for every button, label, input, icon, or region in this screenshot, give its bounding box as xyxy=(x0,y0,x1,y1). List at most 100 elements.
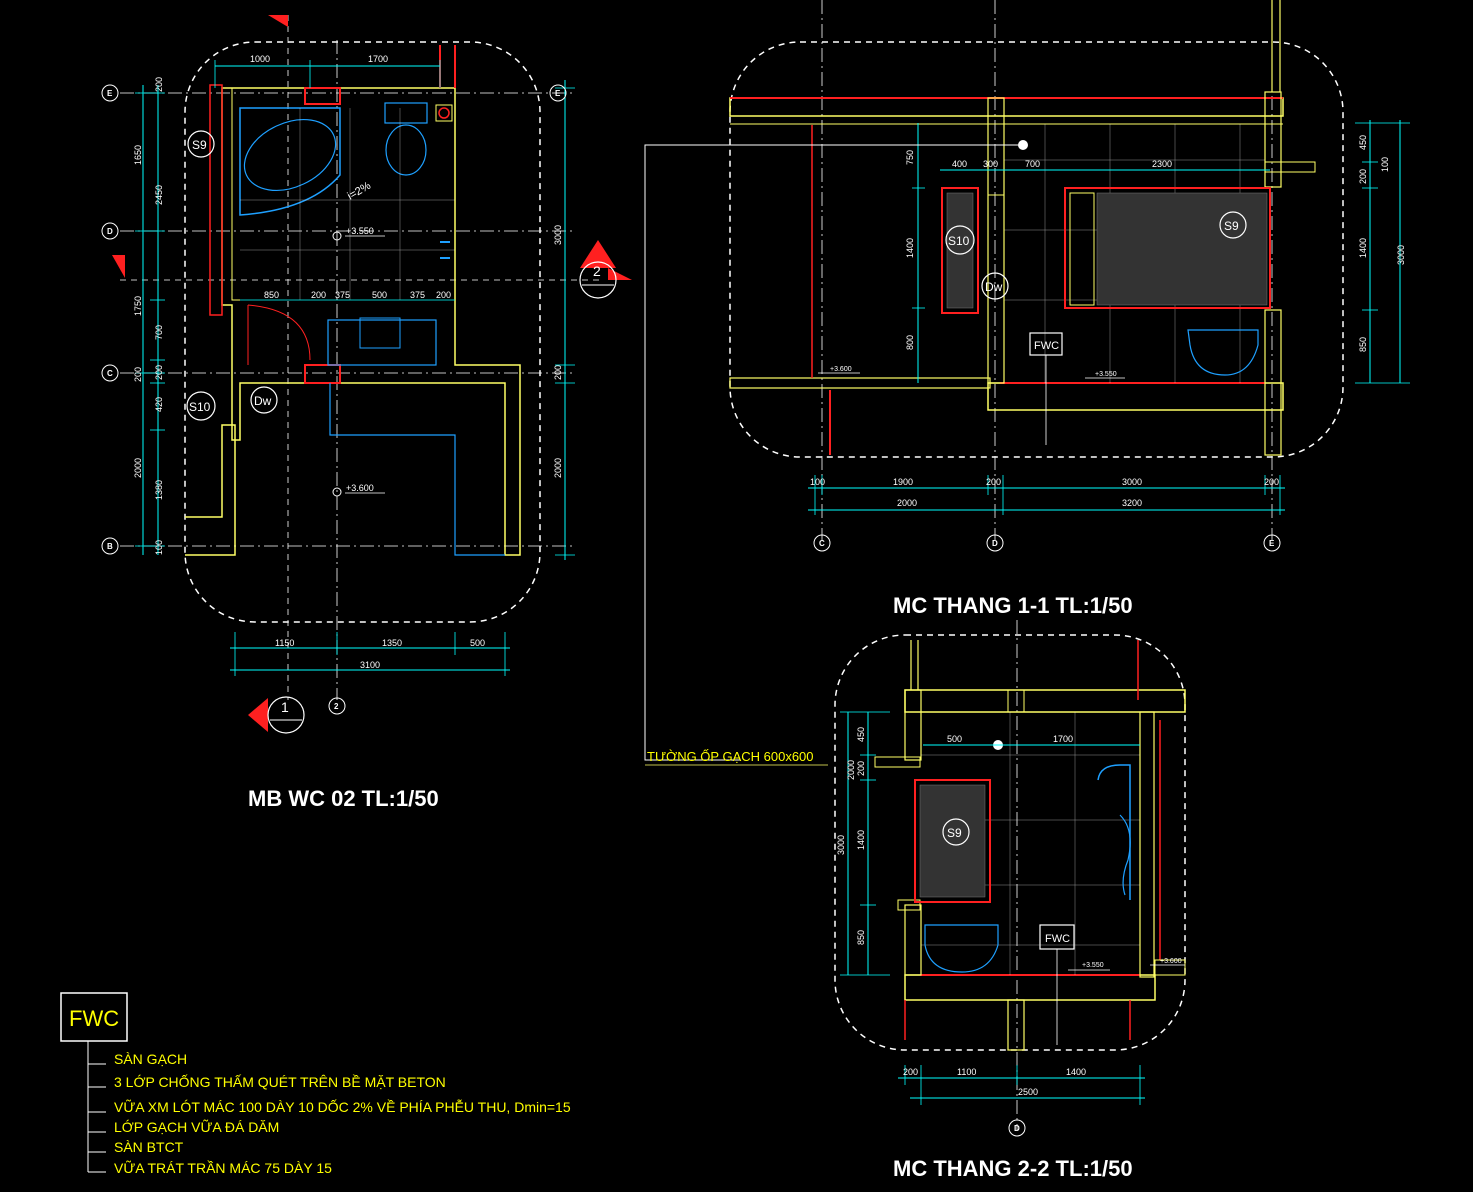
dim-s1-400: 400 xyxy=(952,159,967,169)
dim-s1-b200b: 200 xyxy=(1264,477,1279,487)
dim-bottom-1150: 1150 xyxy=(275,638,294,648)
dim-top-1: 1000 xyxy=(250,54,270,64)
dim-s1-1400: 1400 xyxy=(905,238,915,258)
dim-inner-375a: 375 xyxy=(335,290,350,300)
shower-valve xyxy=(440,241,450,259)
door-jamb-bottom xyxy=(304,364,341,384)
shower-head xyxy=(1097,764,1131,900)
svg-text:E: E xyxy=(1269,539,1275,548)
dim-s1-t2000: 2000 xyxy=(897,498,917,508)
dim-s2-b200: 200 xyxy=(903,1067,918,1077)
tag-s1-s10: S10 xyxy=(945,225,975,255)
svg-text:Dw: Dw xyxy=(254,394,272,408)
svg-text:+3.550: +3.550 xyxy=(1095,371,1117,378)
ceiling-slab xyxy=(729,97,1284,117)
leader-note: TƯỜNG ỐP GẠCH 600x600 xyxy=(647,749,814,764)
grid-bubble-e: E E xyxy=(101,84,567,102)
dim-s1-b3000: 3000 xyxy=(1122,477,1142,487)
floor-drain xyxy=(435,104,453,122)
svg-text:E: E xyxy=(555,89,561,98)
dim-left-200a: 200 xyxy=(133,367,143,382)
section2-basin xyxy=(924,924,999,973)
lavatory-counter[interactable] xyxy=(327,319,437,366)
grid-bubble-s2-d: D xyxy=(1008,1119,1026,1137)
svg-text:FWC: FWC xyxy=(1045,933,1070,945)
tag-s2-fwc: FWC xyxy=(1039,924,1075,1045)
window-sill xyxy=(1264,161,1316,173)
svg-text:S9: S9 xyxy=(947,826,962,840)
svg-text:2: 2 xyxy=(334,702,339,711)
svg-text:+3.550: +3.550 xyxy=(346,226,374,236)
svg-text:1: 1 xyxy=(281,699,289,715)
tile-panel-s9-2 xyxy=(914,779,991,903)
level-3600: +3.600 xyxy=(332,483,385,497)
tile-wall-left xyxy=(209,84,223,316)
dim-left-700: 700 xyxy=(154,325,164,340)
floor-slab xyxy=(987,382,1284,411)
section2-title: MC THANG 2-2 TL:1/50 xyxy=(893,1156,1133,1181)
drain-icon xyxy=(438,107,450,119)
svg-text:S10: S10 xyxy=(948,234,970,248)
svg-text:Dw: Dw xyxy=(985,280,1003,294)
section2-wall-left-bottom xyxy=(904,904,922,976)
plan-wall-lower xyxy=(185,424,236,556)
dim-left-2450: 2450 xyxy=(154,185,164,205)
lavatory-basin xyxy=(359,317,401,349)
grid-bubble-s1-e: E xyxy=(1263,534,1281,552)
dim-left-1650: 1650 xyxy=(133,145,143,165)
dim-s1-800: 800 xyxy=(905,335,915,350)
tag-s1-dw: Dw xyxy=(981,272,1009,300)
tag-s10: S10 xyxy=(186,391,216,421)
dim-s1-t3200: 3200 xyxy=(1122,498,1142,508)
svg-text:+3.600: +3.600 xyxy=(346,483,374,493)
dim-s2-3000: 3000 xyxy=(836,835,846,855)
plan-wall-inner xyxy=(231,88,240,301)
dim-s2-2000: 2000 xyxy=(846,760,856,780)
dim-inner-850: 850 xyxy=(264,290,279,300)
tile-panel-s10 xyxy=(941,187,979,314)
dim-s1-700: 700 xyxy=(1025,159,1040,169)
section1-cloud-boundary xyxy=(729,41,1344,458)
dim-left-1750: 1750 xyxy=(133,296,143,316)
plan-view: 1000 1700 1650 1750 200 420 2000 2450 70… xyxy=(101,15,632,811)
section1-wall-right-bottom xyxy=(1264,309,1282,456)
dim-right-200: 200 xyxy=(553,365,563,380)
tag-s1-fwc: FWC xyxy=(1029,332,1063,445)
grid-bubble-s1-d: D xyxy=(986,534,1004,552)
level-s2-3600: +3.600 xyxy=(1150,958,1185,966)
tag-s2-s9: S9 xyxy=(942,818,970,846)
section2-wall-left-top xyxy=(904,689,922,761)
dim-s1-300: 300 xyxy=(983,159,998,169)
toilet-tank[interactable] xyxy=(384,102,428,124)
legend-tag: FWC xyxy=(69,1006,119,1031)
dim-top-2: 1700 xyxy=(368,54,388,64)
toilet-bowl[interactable] xyxy=(385,124,427,176)
dim-right-3000: 3000 xyxy=(553,225,563,245)
legend-layer-5: SÀN BTCT xyxy=(114,1139,184,1155)
legend-layer-1: SÀN GẠCH xyxy=(114,1051,187,1067)
section-marker-1: 1 xyxy=(112,15,305,734)
plan-walls xyxy=(221,87,521,556)
dim-inner-500: 500 xyxy=(372,290,387,300)
dim-bottom-1350: 1350 xyxy=(382,638,402,648)
dim-left-100: 100 xyxy=(154,540,164,555)
dim-right-2000: 2000 xyxy=(553,458,563,478)
plan-title: MB WC 02 TL:1/50 xyxy=(248,786,439,811)
svg-text:B: B xyxy=(107,542,113,551)
legend-layer-2: 3 LỚP CHỐNG THẤM QUÉT TRÊN BỀ MẶT BETON xyxy=(114,1073,446,1090)
bathtub[interactable] xyxy=(239,107,341,216)
fwc-legend: FWC SÀN GẠCH 3 LỚP CHỐNG THẤM QUÉT TRÊN … xyxy=(60,992,571,1176)
dim-inner-200b: 200 xyxy=(436,290,451,300)
section-2-view: 500 1700 450 200 1400 850 2000 3000 200 … xyxy=(834,620,1186,1181)
leader-line xyxy=(644,144,1023,761)
svg-text:S9: S9 xyxy=(192,138,207,152)
svg-text:S9: S9 xyxy=(1224,219,1239,233)
svg-text:D: D xyxy=(992,539,998,548)
tag-dw: Dw xyxy=(250,386,278,414)
dim-s2-450: 450 xyxy=(856,727,866,742)
plan-cloud-boundary xyxy=(184,41,541,623)
section2-ceiling xyxy=(904,689,1186,713)
svg-text:D: D xyxy=(107,227,113,236)
grid-bubble-d: D xyxy=(101,222,119,240)
